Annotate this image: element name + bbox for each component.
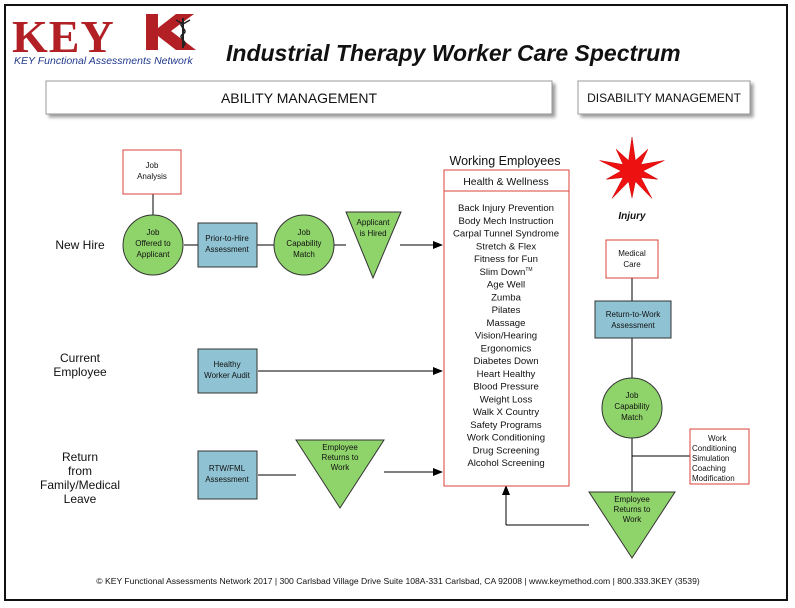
work-services-box: Work Conditioning Simulation Coaching Mo…: [689, 428, 750, 485]
wellness-program-item: Heart Healthy: [477, 369, 536, 380]
wellness-program-item: Body Mech Instruction: [459, 216, 554, 227]
injury-label: Injury: [618, 211, 646, 222]
wellness-program-item: Drug Screening: [473, 445, 540, 456]
job-analysis-box: Job Analysis: [122, 149, 182, 195]
ability-management-label: ABILITY MANAGEMENT: [221, 90, 378, 106]
svg-text:Simulation: Simulation: [692, 454, 729, 463]
svg-text:Assessment: Assessment: [205, 245, 249, 254]
svg-text:Match: Match: [293, 250, 315, 259]
svg-text:Worker Audit: Worker Audit: [204, 371, 250, 380]
svg-text:Care: Care: [623, 260, 641, 269]
svg-text:Work: Work: [331, 463, 351, 472]
working-employees-heading: Working Employees: [450, 154, 561, 168]
logo-wordmark: KEY: [12, 11, 115, 62]
wellness-program-item: Work Conditioning: [467, 433, 545, 444]
key-logo: KEY KEY Functional Assessments Network: [12, 11, 196, 67]
svg-text:Job: Job: [146, 161, 159, 170]
wellness-program-item: Diabetes Down: [473, 356, 538, 367]
wellness-program-item: Blood Pressure: [473, 382, 539, 393]
svg-text:Return: Return: [62, 450, 98, 464]
svg-text:Returns to: Returns to: [322, 453, 359, 462]
svg-text:Leave: Leave: [64, 492, 97, 506]
injury-burst-icon: Injury: [599, 136, 665, 222]
footer-contact: © KEY Functional Assessments Network 201…: [96, 576, 700, 586]
wellness-program-item: Age Well: [487, 280, 525, 291]
rtw-fml-assessment-box: RTW/FML Assessment: [197, 450, 258, 500]
svg-text:Work: Work: [623, 515, 643, 524]
wellness-program-item: Back Injury Prevention: [458, 203, 554, 214]
caduceus-key-icon: [146, 14, 196, 50]
svg-text:Employee: Employee: [53, 365, 107, 379]
applicant-hired-triangle: Applicant is Hired: [345, 211, 402, 280]
svg-text:Applicant: Applicant: [137, 250, 171, 259]
svg-text:Assessment: Assessment: [611, 321, 655, 330]
healthy-worker-audit-box: Healthy Worker Audit: [197, 348, 258, 394]
ability-management-header: ABILITY MANAGEMENT: [45, 80, 553, 115]
employee-returns-triangle-right: Employee Returns to Work: [588, 491, 676, 559]
disability-management-header: DISABILITY MANAGEMENT: [577, 80, 751, 115]
wellness-program-item: Massage: [487, 318, 526, 329]
wellness-program-item: Carpal Tunnel Syndrome: [453, 229, 559, 240]
svg-text:Conditioning: Conditioning: [692, 444, 736, 453]
wellness-program-item: Ergonomics: [481, 343, 532, 354]
return-to-work-assessment-box: Return-to-Work Assessment: [594, 300, 672, 339]
wellness-program-item: Pilates: [492, 305, 521, 316]
health-wellness-panel: Health & Wellness Back Injury Prevention…: [443, 169, 570, 487]
prior-to-hire-assessment-box: Prior-to-Hire Assessment: [197, 222, 258, 268]
row-label-new-hire: New Hire: [55, 238, 105, 252]
page-title: Industrial Therapy Worker Care Spectrum: [226, 40, 681, 66]
wellness-program-item: Alcohol Screening: [467, 458, 544, 469]
svg-text:Job: Job: [298, 228, 311, 237]
svg-text:Capability: Capability: [614, 402, 649, 411]
svg-text:from: from: [68, 464, 92, 478]
job-offered-circle: Job Offered to Applicant: [122, 214, 184, 276]
row-label-current-employee: Current Employee: [53, 351, 107, 379]
svg-text:Assessment: Assessment: [205, 475, 249, 484]
job-capability-match-circle: Job Capability Match: [273, 214, 335, 276]
svg-text:Analysis: Analysis: [137, 172, 167, 181]
svg-text:Prior-to-Hire: Prior-to-Hire: [205, 234, 249, 243]
trademark-mark: TM: [525, 267, 532, 273]
svg-text:Offered to: Offered to: [135, 239, 171, 248]
svg-text:RTW/FML: RTW/FML: [209, 464, 246, 473]
svg-text:Employee: Employee: [614, 495, 650, 504]
wellness-program-item: Vision/Hearing: [475, 331, 537, 342]
svg-text:Family/Medical: Family/Medical: [40, 478, 120, 492]
wellness-program-item: Weight Loss: [480, 394, 533, 405]
wellness-program-item: Slim DownTM: [479, 267, 532, 278]
connectors: [152, 194, 690, 526]
svg-text:Capability: Capability: [286, 239, 321, 248]
svg-text:Current: Current: [60, 351, 101, 365]
svg-text:Returns to: Returns to: [614, 505, 651, 514]
disability-management-label: DISABILITY MANAGEMENT: [587, 91, 741, 105]
svg-text:Medical: Medical: [618, 249, 646, 258]
wellness-program-item: Safety Programs: [470, 420, 542, 431]
outer-frame: [4, 4, 788, 601]
svg-text:Applicant: Applicant: [357, 218, 391, 227]
svg-text:Return-to-Work: Return-to-Work: [606, 310, 662, 319]
logo-subtitle: KEY Functional Assessments Network: [14, 55, 193, 67]
svg-text:Match: Match: [621, 413, 643, 422]
svg-text:Job: Job: [626, 391, 639, 400]
svg-text:Employee: Employee: [322, 443, 358, 452]
svg-text:Healthy: Healthy: [213, 360, 240, 369]
health-wellness-heading: Health & Wellness: [463, 176, 549, 188]
wellness-program-item: Stretch & Flex: [476, 241, 536, 252]
row-label-return-from-leave: Return from Family/Medical Leave: [40, 450, 120, 506]
svg-text:Coaching: Coaching: [692, 464, 726, 473]
employee-returns-triangle-left: Employee Returns to Work: [295, 439, 385, 509]
medical-care-box: Medical Care: [605, 239, 659, 279]
disability-job-capability-circle: Job Capability Match: [601, 377, 663, 439]
svg-text:Work: Work: [708, 434, 728, 443]
svg-text:Modification: Modification: [692, 474, 735, 483]
wellness-program-item: Fitness for Fun: [474, 254, 538, 265]
svg-text:Job: Job: [147, 228, 160, 237]
wellness-program-item: Walk X Country: [473, 407, 539, 418]
svg-text:is Hired: is Hired: [359, 229, 386, 238]
wellness-program-item: Zumba: [491, 292, 522, 303]
